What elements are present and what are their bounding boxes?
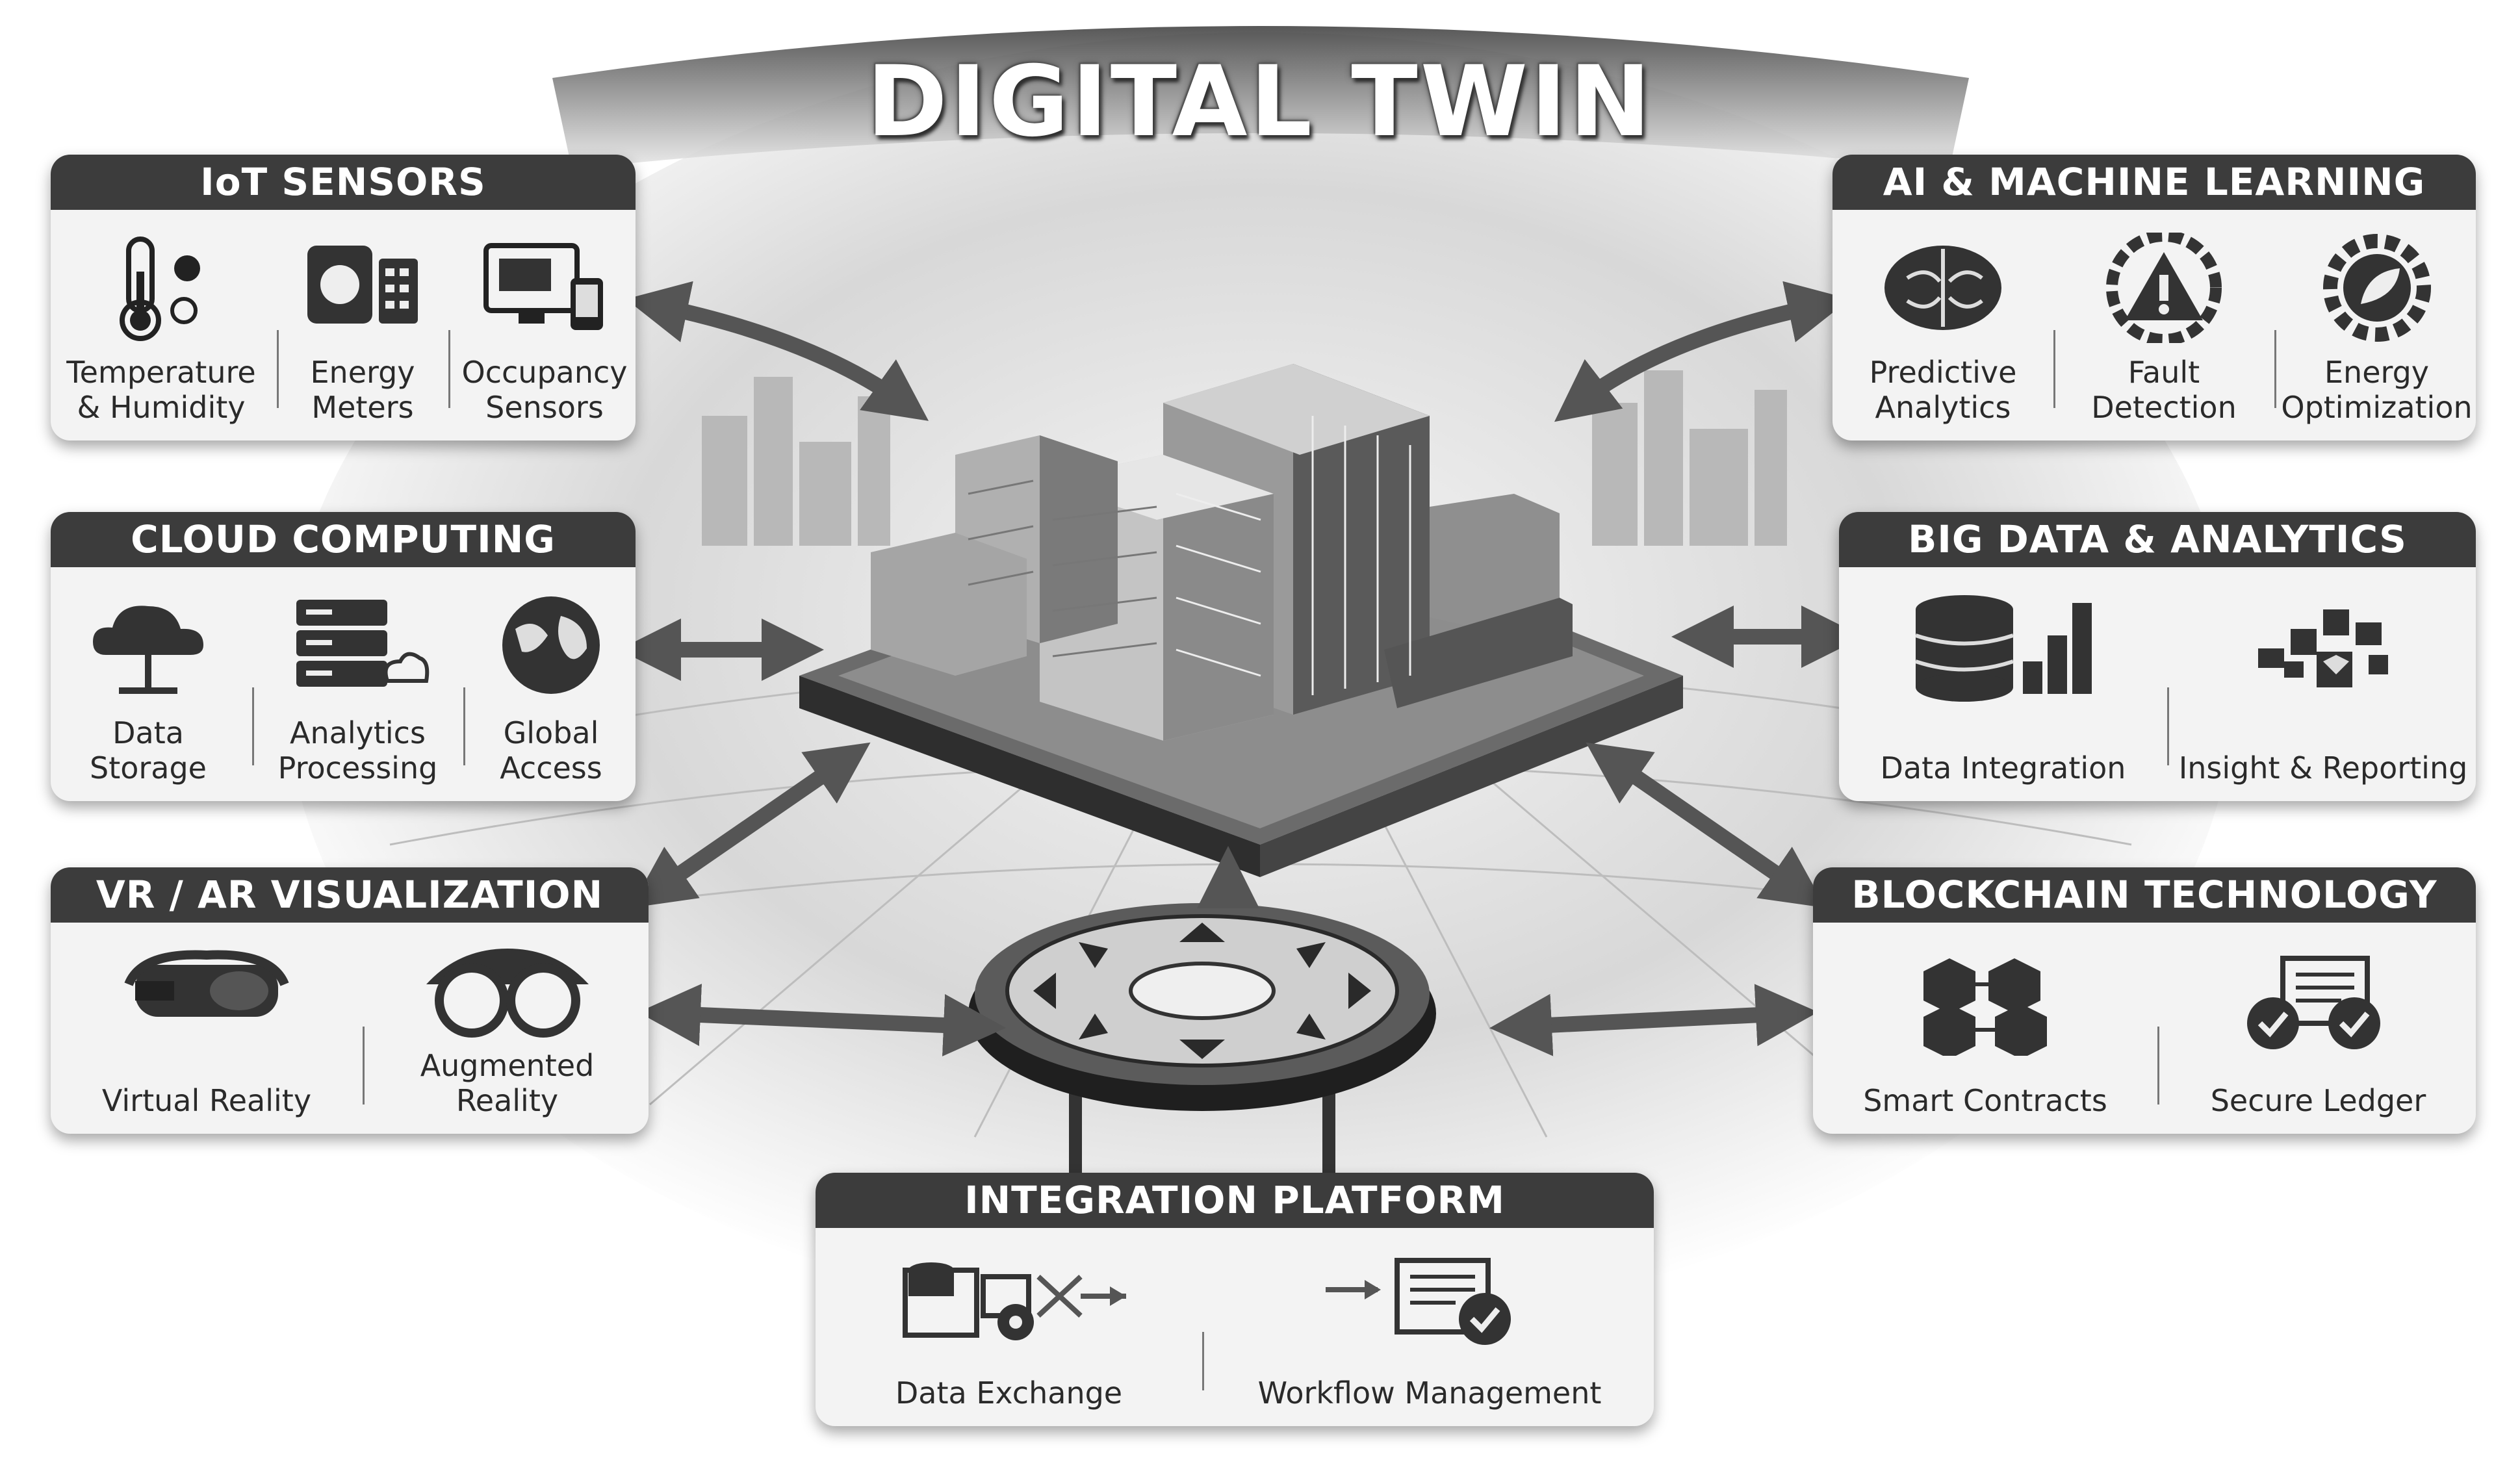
ar-glasses-icon (426, 949, 589, 1038)
iot-item-occupancy: Occupancy Sensors (454, 210, 636, 441)
vr-ar-body: Virtual Reality Augmented Reality (51, 923, 649, 1134)
vr-item-virtual: Virtual Reality (51, 923, 363, 1134)
integration-item-workflow: Workflow Management (1205, 1228, 1654, 1426)
arrow-vr (630, 742, 871, 908)
warning-triangle-icon (2106, 233, 2222, 343)
energy-meter-icon (307, 246, 418, 324)
cloud-item-storage: Data Storage (51, 567, 246, 801)
cloud-storage-icon (93, 606, 203, 694)
vr-item-augmented: Augmented Reality (366, 923, 649, 1134)
cloud-divider-1 (252, 687, 254, 765)
big-data-panel: BIG DATA & ANALYTICS Data Integration (1839, 512, 2476, 801)
building-cluster (871, 364, 1573, 741)
iot-sensors-header: IoT SENSORS (51, 155, 636, 210)
blockchain-divider-1 (2157, 1027, 2159, 1105)
ai-label-fault: Fault Detection (2091, 355, 2237, 425)
blockchain-header: BLOCKCHAIN TECHNOLOGY (1813, 867, 2476, 923)
bigdata-label-insight: Insight & Reporting (2178, 750, 2468, 786)
diagram-title: DIGITAL TWIN (866, 45, 1654, 159)
integration-item-exchange: Data Exchange (816, 1228, 1202, 1426)
iot-label-temperature: Temperature & Humidity (66, 355, 256, 425)
ai-divider-1 (2053, 330, 2055, 408)
cloud-computing-panel: CLOUD COMPUTING Data Storage (51, 512, 636, 801)
cloud-item-global: Global Access (467, 567, 636, 801)
arrow-vr-hub (638, 984, 1006, 1056)
integration-divider-1 (1202, 1332, 1204, 1390)
iot-divider-1 (277, 330, 279, 408)
ai-item-fault: Fault Detection (2057, 210, 2271, 441)
integration-label-exchange: Data Exchange (895, 1375, 1123, 1411)
vr-headset-icon (124, 950, 289, 1017)
blockchain-item-ledger: Secure Ledger (2161, 923, 2476, 1134)
blockchain-label-ledger: Secure Ledger (2210, 1083, 2426, 1118)
vr-ar-panel: VR / AR VISUALIZATION Virtual Reality (51, 867, 649, 1134)
gear-leaf-icon (2322, 234, 2431, 342)
ai-ml-body: Predictive Analytics Fault Detection (1832, 210, 2476, 441)
cloud-item-analytics: Analytics Processing (255, 567, 460, 801)
iot-item-energy: Energy Meters (281, 210, 444, 441)
vr-divider-1 (363, 1027, 365, 1105)
iot-item-temperature: Temperature & Humidity (51, 210, 272, 441)
ledger-check-icon (2246, 956, 2380, 1049)
blockchain-body: Smart Contracts Secure Ledger (1813, 923, 2476, 1134)
ai-ml-header: AI & MACHINE LEARNING (1832, 155, 2476, 210)
server-rack-icon (296, 600, 429, 687)
arrow-ai (1554, 281, 1850, 422)
cube-chain-icon (1923, 958, 2047, 1056)
iot-divider-2 (448, 330, 450, 408)
integration-label-workflow: Workflow Management (1257, 1375, 1602, 1411)
vr-label-augmented: Augmented Reality (420, 1048, 595, 1118)
iot-label-occupancy: Occupancy Sensors (461, 355, 628, 425)
iot-label-energy: Energy Meters (310, 355, 415, 425)
blockchain-panel: BLOCKCHAIN TECHNOLOGY Smart Contracts (1813, 867, 2476, 1134)
integration-hub (968, 903, 1436, 1182)
ai-item-predictive: Predictive Analytics (1832, 210, 2053, 441)
occupancy-monitor-icon (483, 243, 603, 330)
arrow-blockchain (1586, 742, 1826, 908)
integration-platform-header: INTEGRATION PLATFORM (816, 1173, 1654, 1228)
document-check-icon (1326, 1258, 1511, 1345)
cloud-label-storage: Data Storage (90, 715, 207, 786)
cloud-computing-body: Data Storage Analytics Processing (51, 567, 636, 801)
arrow-blockchain-hub (1489, 984, 1818, 1056)
integration-platform-body: Data Exchange Workflow Management (816, 1228, 1654, 1426)
cloud-label-global: Global Access (500, 715, 602, 786)
vr-ar-header: VR / AR VISUALIZATION (51, 867, 649, 923)
connector-arrows (619, 281, 1864, 1056)
bigdata-item-insight: Insight & Reporting (2170, 567, 2476, 801)
integration-platform-panel: INTEGRATION PLATFORM Data Exchange (816, 1173, 1654, 1426)
cloud-divider-2 (463, 687, 465, 765)
blockchain-label-contracts: Smart Contracts (1863, 1083, 2107, 1118)
bigdata-label-integration: Data Integration (1880, 750, 2126, 786)
ai-label-predictive: Predictive Analytics (1869, 355, 2017, 425)
ai-divider-2 (2274, 330, 2276, 408)
ai-label-energy-opt: Energy Optimization (2281, 355, 2473, 425)
globe-icon (502, 596, 600, 694)
iot-sensors-panel: IoT SENSORS Temperature & Humidity (51, 155, 636, 441)
title-banner-sky (552, 26, 1969, 169)
bigdata-item-integration: Data Integration (1839, 567, 2167, 801)
blockchain-item-contracts: Smart Contracts (1813, 923, 2157, 1134)
big-data-body: Data Integration Insight & Reporting (1839, 567, 2476, 801)
ai-item-energy-opt: Energy Optimization (2278, 210, 2476, 441)
big-data-header: BIG DATA & ANALYTICS (1839, 512, 2476, 567)
database-bar-chart-icon (1914, 595, 2092, 702)
data-flow-icon (902, 1262, 1126, 1340)
ai-ml-panel: AI & MACHINE LEARNING Predictive Analyti… (1832, 155, 2476, 441)
bigdata-divider-1 (2167, 687, 2169, 765)
arrow-iot (626, 281, 929, 421)
cloud-computing-header: CLOUD COMPUTING (51, 512, 636, 567)
thermometer-icon (120, 236, 200, 341)
insight-blocks-icon (2258, 609, 2388, 687)
brain-icon (1884, 246, 2001, 330)
cloud-label-analytics: Analytics Processing (277, 715, 438, 786)
iot-sensors-body: Temperature & Humidity Energy Meters (51, 210, 636, 441)
vr-label-virtual: Virtual Reality (101, 1083, 312, 1118)
